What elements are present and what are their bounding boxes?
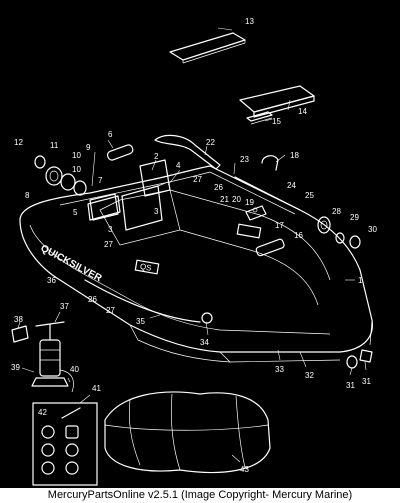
part-drain-plug[interactable] [346,349,373,369]
exploded-parts-diagram: QS QUICKSILVER [11,17,377,486]
part-valve-ring[interactable] [349,235,361,249]
callout-13: 13 [245,17,254,26]
callout-9: 9 [86,143,91,152]
part-rope-line[interactable] [84,279,213,324]
part-bracket[interactable] [87,195,121,221]
callout-30: 30 [368,225,377,234]
callout-20: 20 [232,195,241,204]
part-oarlock[interactable] [261,155,279,171]
callout-32: 32 [305,371,314,380]
part-oarlock-hardware[interactable] [245,205,267,221]
callout-17: 17 [275,221,284,230]
callout-25: 25 [305,191,314,200]
callout-14: 14 [298,107,307,116]
callout-24: 24 [287,181,296,190]
part-seat-cushion[interactable] [239,85,315,118]
part-seat-tube[interactable] [255,238,285,257]
callout-3b: 3 [154,207,159,216]
copyright-footer: MercuryPartsOnline v2.5.1 (Image Copyrig… [0,488,400,503]
leader-lines [17,27,367,463]
callout-38: 38 [14,315,23,324]
callout-16: 16 [294,231,303,240]
callout-11: 11 [50,141,59,150]
part-oar[interactable] [154,134,221,170]
part-oar-shaft[interactable] [234,176,301,211]
callout-19: 19 [245,198,254,207]
callout-4: 4 [176,161,181,170]
callout-34: 34 [200,338,209,347]
part-valve-cap[interactable] [335,232,345,244]
part-pump-adapter[interactable] [11,325,29,343]
callout-12: 12 [14,138,23,147]
callout-2: 2 [154,152,159,161]
callout-6: 6 [108,130,113,139]
callout-31a: 31 [346,381,355,390]
callout-8: 8 [25,191,30,200]
callout-39: 39 [11,363,20,372]
hull-badge: QS [134,223,262,275]
part-strip[interactable] [246,111,273,125]
callout-35: 35 [136,317,145,326]
part-carry-handle[interactable] [106,144,134,161]
callout-3a: 3 [108,225,113,234]
part-carry-bag[interactable] [104,391,271,474]
part-valve-assembly[interactable] [34,155,87,196]
callout-27b: 27 [104,240,113,249]
callout-21: 21 [220,195,229,204]
callout-26b: 26 [88,295,97,304]
part-valve[interactable] [317,216,331,234]
callout-18: 18 [290,151,299,160]
part-repair-kit[interactable] [32,402,98,486]
callout-26a: 26 [214,183,223,192]
callout-7: 7 [98,176,103,185]
callout-27c: 27 [106,306,115,315]
callout-40: 40 [70,365,79,374]
part-seat-plank[interactable] [169,32,246,64]
callout-42: 42 [38,408,47,417]
callout-15: 15 [272,117,281,126]
callout-10b: 10 [72,165,81,174]
callout-28: 28 [332,207,341,216]
transom-panels[interactable] [89,159,171,231]
callout-37: 37 [60,302,69,311]
callout-23: 23 [240,155,249,164]
callout-29: 29 [350,213,359,222]
hull-badge-text: QS [139,262,152,273]
part-hand-pump[interactable] [31,321,74,393]
callout-27a: 27 [193,175,202,184]
callout-31b: 31 [362,377,371,386]
callout-41: 41 [92,384,101,393]
callout-22: 22 [206,138,215,147]
callout-43: 43 [240,465,249,474]
callout-36: 36 [47,276,56,285]
callout-5: 5 [73,208,78,217]
callout-numbers: 1 2 3 3 4 5 6 7 8 9 10 10 11 12 13 14 15… [11,17,377,474]
callout-10a: 10 [72,151,81,160]
callout-1: 1 [358,276,363,285]
callout-33: 33 [275,365,284,374]
